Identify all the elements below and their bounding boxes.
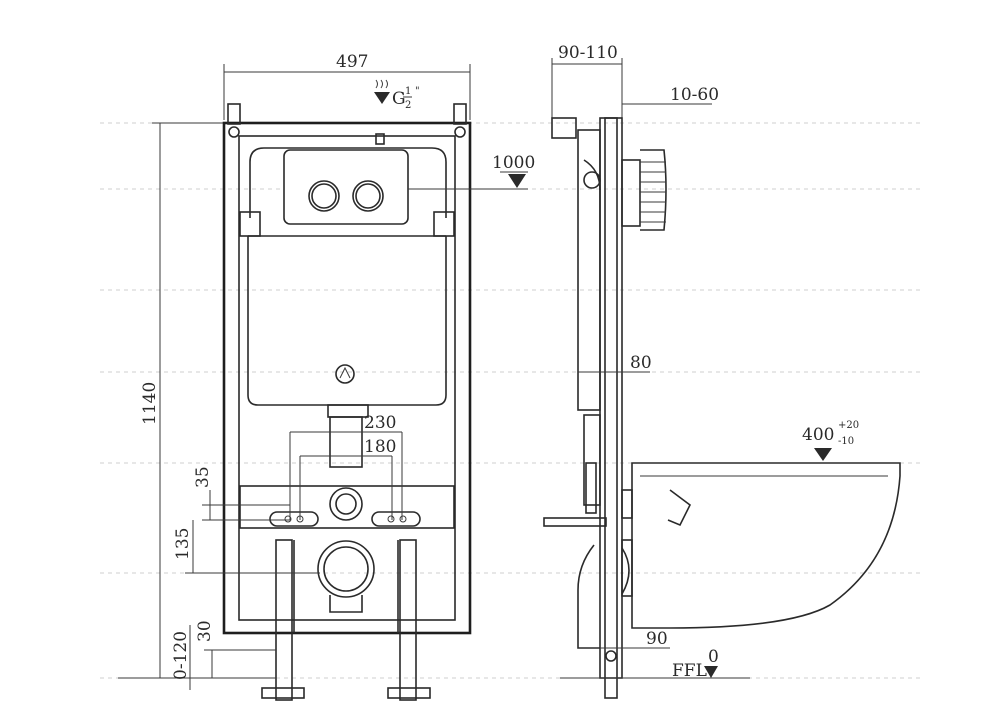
height-label: 1140: [140, 382, 160, 425]
floor-level-marker: FFL 0: [560, 647, 750, 681]
flush-connection: [239, 416, 455, 529]
side-flush-plate: [621, 149, 667, 231]
bowl-height-label: 400: [802, 425, 834, 445]
width-label: 497: [336, 52, 368, 72]
button-height-marker: 1000: [408, 153, 535, 190]
floor-value: 0: [708, 647, 719, 667]
bowl-tolerance-minus: -10: [838, 436, 854, 447]
offset-marker: 90: [600, 629, 670, 649]
toilet-bowl: [621, 462, 901, 629]
connection-denominator: 2: [405, 100, 411, 111]
flush-button-small: [308, 180, 340, 212]
drain-outlet: [317, 540, 375, 613]
support-legs: [261, 539, 431, 701]
width-dimension: 497: [223, 52, 471, 120]
dim-135-label: 135: [173, 528, 193, 560]
water-connection-symbol: G 1 2 ": [374, 79, 420, 111]
dim-180-label: 180: [364, 437, 396, 457]
front-frame: [222, 103, 472, 635]
spacing-dimensions: 230 180: [289, 413, 403, 520]
side-frame: [543, 117, 623, 699]
button-height-label: 1000: [492, 153, 535, 173]
offset-label: 90: [646, 629, 668, 649]
side-view: 90-110 10-60: [543, 43, 901, 699]
depth-label: 90-110: [558, 43, 618, 63]
dim-30-label: 30: [195, 620, 215, 642]
depth-dimension: 90-110 10-60: [551, 43, 719, 118]
floor-label: FFL: [672, 661, 707, 681]
connection-label: G: [392, 89, 406, 109]
dim-35-label: 35: [193, 466, 213, 488]
frame-depth-label: 80: [630, 353, 652, 373]
wall-label: 10-60: [670, 85, 719, 105]
bowl-height-marker: 400 +20 -10: [802, 420, 859, 461]
height-dimension: 1140: [140, 122, 228, 678]
brand-logo-icon: [335, 364, 355, 384]
dim-0-120-label: 0-120: [171, 631, 191, 680]
flush-button-large: [352, 180, 384, 212]
cistern: [239, 147, 455, 418]
dim-230-label: 230: [364, 413, 396, 433]
connection-numerator: 1: [405, 86, 411, 97]
connection-unit: ": [415, 86, 420, 97]
flush-plate: [283, 133, 409, 225]
frame-depth-marker: 80: [578, 353, 652, 373]
bowl-tolerance-plus: +20: [838, 420, 859, 431]
vertical-dimensions: 35 135 30 0-120: [118, 466, 320, 690]
front-view: 497 G 1 2 " 1140: [118, 52, 535, 701]
